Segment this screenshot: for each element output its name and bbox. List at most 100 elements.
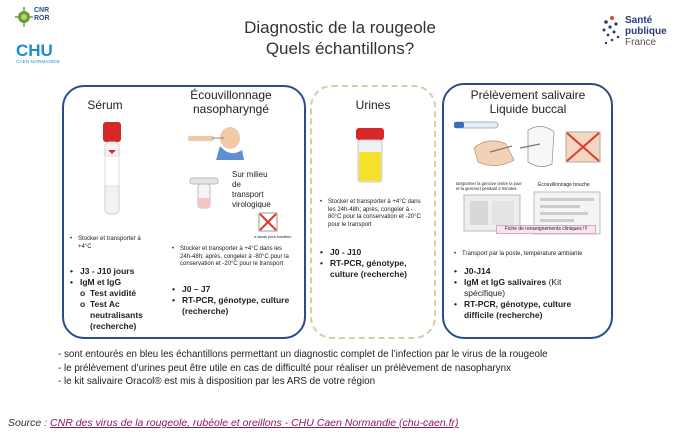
ecouv-heading-line-2: nasopharyngé — [192, 102, 270, 116]
serum-subitem-recherche: (recherche) — [90, 321, 137, 331]
ror-text: ROR — [34, 15, 50, 22]
swab-note: e-swab pour bactério — [254, 234, 292, 239]
note-line-2: - le prélèvement d’urines peut être util… — [58, 362, 511, 374]
serum-ecouv-panel — [62, 85, 306, 339]
bullet: • — [172, 295, 175, 305]
crossed-out-swab-icon — [258, 212, 278, 232]
chu-logo-text: CHU — [16, 41, 53, 60]
salivaire-item-difficile: difficile (recherche) — [464, 310, 543, 320]
salivaire-item-days: J0-J14 — [464, 266, 491, 276]
urines-storage-bullet: • — [320, 199, 323, 205]
ecouv-heading: Écouvillonnage nasopharyngé — [166, 88, 296, 116]
salivaire-heading-line-1: Prélèvement salivaire — [470, 88, 586, 102]
urines-storage: • Stocker et transporter à +4°C dans les … — [320, 199, 432, 229]
serum-heading: Sérum — [87, 98, 123, 112]
fiche-renseignements: Fiche de renseignements cliniques !!! — [496, 225, 596, 234]
bullet: • — [454, 299, 457, 309]
chu-caen-logo: CHU CAEN NORMANDIE — [16, 42, 72, 68]
source-link[interactable]: CNR des virus de la rougeole, rubéole et… — [50, 417, 459, 429]
urines-storage-line-2: les 24h-48h; après, congeler à - — [328, 206, 413, 213]
source-label: Source : — [8, 417, 51, 429]
sub-bullet: o — [80, 288, 86, 298]
milieu-line-3: transport — [232, 190, 264, 199]
bullet: • — [70, 277, 73, 287]
serum-storage-line-1: Stocker et transporter à — [78, 236, 141, 242]
serum-item-igm-igg: IgM et IgG — [80, 277, 122, 287]
saliva-caption-left: tamponner la gencive (entre la joue et l… — [456, 181, 536, 191]
urines-heading: Urines — [355, 98, 391, 112]
notes: - sont entourés en bleu les échantillons… — [58, 348, 548, 389]
milieu-line-4: virologique — [232, 200, 271, 209]
saliva-caption-right: Écouvillonnage bouche — [538, 182, 590, 188]
title-line-1: Diagnostic de la rougeole — [244, 18, 436, 37]
salivaire-heading-line-2: Liquide buccal — [489, 102, 567, 116]
urines-item-culture: culture (recherche) — [330, 269, 407, 279]
note-line-3: - le kit salivaire Oracol® est mis à dis… — [58, 376, 376, 387]
sp-line-1: Santé — [625, 15, 653, 26]
ecouv-storage-line-2: 24h-48h; après, congeler à -80°C pour la — [180, 253, 289, 260]
bullet: • — [454, 266, 457, 276]
milieu-line-2: de — [232, 180, 241, 189]
dots-icon — [602, 16, 620, 45]
saliva-collection-illustration — [454, 121, 601, 167]
salivaire-item-kit: (Kit — [546, 277, 562, 287]
ecouv-item-recherche: (recherche) — [182, 306, 229, 316]
ecouv-storage-line-1: Stocker et transporter à +4°C dans les — [180, 246, 282, 252]
transport-tube-icon — [189, 177, 219, 209]
serum-bullets: • J3 - J10 jours • IgM et IgG o Test avidit… — [70, 266, 160, 332]
chu-logo-subtext: CAEN NORMANDIE — [16, 59, 61, 64]
urines-item-rtpcr: RT-PCR, génotype, — [330, 258, 407, 268]
salivaire-item-rtpcr: RT-PCR, génotype, culture — [464, 299, 572, 309]
urines-bullets: • J0 - J10 • RT-PCR, génotype, culture (re… — [320, 247, 434, 280]
ecouv-storage-bullet: • — [172, 246, 175, 252]
bullet: • — [70, 266, 73, 276]
milieu-line-1: Sur milieu — [232, 170, 268, 179]
blood-tube-icon — [103, 122, 121, 215]
salivaire-transport: • Transport par la poste, température amb… — [454, 251, 608, 259]
serum-subitem-avidite: Test avidité — [90, 288, 137, 298]
ecouv-milieu: Sur milieu de transport virologique — [232, 170, 292, 210]
salivaire-item-specifique: spécifique) — [464, 288, 506, 298]
serum-storage: • Stocker et transporter à +4°C — [70, 236, 150, 251]
salivaire-heading: Prélèvement salivaire Liquide buccal — [450, 88, 606, 116]
ecouv-bullets: • J0 – J7 • RT-PCR, génotype, culture (rec… — [172, 284, 304, 317]
bullet: • — [320, 247, 323, 257]
cnr-text: CNR — [34, 7, 50, 14]
urines-storage-line-3: 80°C pour la conservation et -20°C — [328, 214, 421, 220]
sante-publique-france-logo: Santé publique France — [600, 14, 680, 66]
cnr-ror-logo: CNR ROR — [14, 4, 60, 32]
bullet: • — [172, 284, 175, 294]
title-line-2: Quels échantillons? — [265, 39, 415, 58]
bullet: • — [454, 277, 457, 287]
serum-storage-bullet: • — [70, 236, 73, 242]
bullet: • — [320, 258, 323, 268]
note-line-1: - sont entourés en bleu les échantillons… — [58, 349, 548, 360]
serum-item-days: J3 - J10 jours — [80, 266, 135, 276]
ecouv-item-days: J0 – J7 — [182, 284, 211, 294]
ecouv-storage-line-3: conservation et -20°C pour le transport — [180, 261, 284, 267]
sp-line-2: publique — [625, 26, 667, 37]
ecouv-storage: •Stocker et transporter à +4°C dans les … — [172, 246, 304, 269]
serum-storage-line-2: +4°C — [78, 243, 92, 250]
serum-subitem-neutralisants: neutralisants — [90, 310, 143, 320]
transport-text: Transport par la poste, température ambi… — [462, 251, 583, 257]
sub-bullet: o — [80, 299, 86, 309]
salivaire-item-igm: IgM et IgG salivaires — [464, 277, 547, 287]
salivaire-bullets: • J0-J14 • IgM et IgG salivaires (Kit spéc… — [454, 266, 610, 321]
caption-left-line-1: tamponner la gencive (entre la joue — [456, 181, 522, 186]
urines-storage-line-1: Stocker et transporter à +4°C dans — [328, 199, 421, 205]
page-title: Diagnostic de la rougeole Quels échantil… — [200, 17, 480, 59]
nasal-swab-illustration — [188, 127, 244, 160]
sp-line-3: France — [625, 37, 657, 48]
ecouv-heading-line-1: Écouvillonnage — [190, 88, 272, 102]
urines-panel — [310, 85, 436, 339]
transport-bullet: • — [454, 251, 457, 257]
ecouv-item-rtpcr: RT-PCR, génotype, culture — [182, 295, 290, 305]
urines-storage-line-4: pour le transport — [328, 221, 372, 228]
urines-item-days: J0 - J10 — [330, 247, 362, 257]
urine-container-icon — [356, 128, 384, 183]
caption-left-line-2: et la gencive) pendant 2 minutes — [456, 186, 517, 192]
virus-icon — [15, 7, 33, 27]
serum-subitem-test-ac: Test Ac — [90, 299, 120, 309]
source: Source : CNR des virus de la rougeole, r… — [8, 417, 459, 429]
